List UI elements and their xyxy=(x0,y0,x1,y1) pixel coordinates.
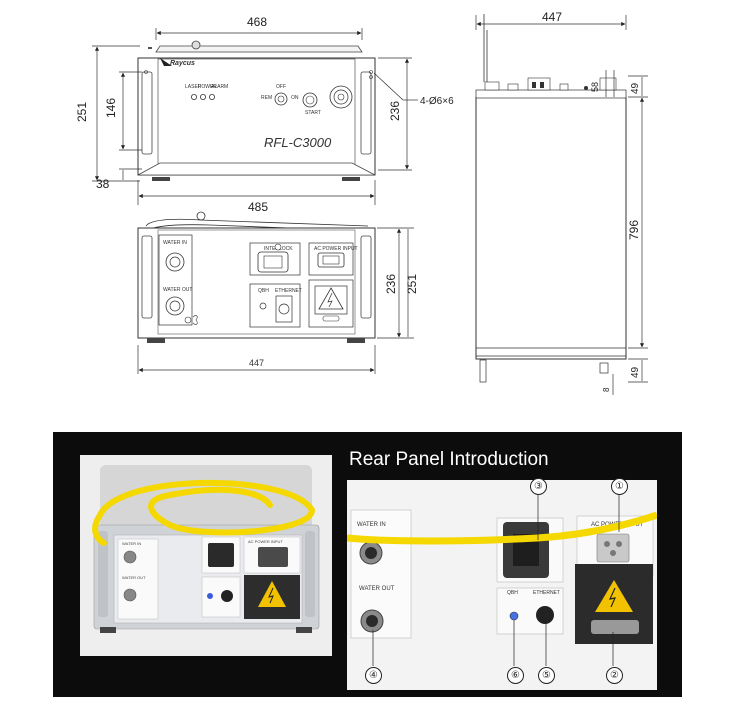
dim-447-rear: 447 xyxy=(249,358,264,368)
rear-photo-overview: WATER IN WATER OUT AC POWER INPUT xyxy=(80,455,332,656)
svg-text:QBH: QBH xyxy=(258,288,269,294)
rear-dimensions xyxy=(137,227,414,374)
dim-236-rear: 236 xyxy=(384,274,398,294)
svg-text:WATER OUT: WATER OUT xyxy=(122,575,146,580)
svg-text:ETHERNET: ETHERNET xyxy=(275,288,302,294)
dim-38: 38 xyxy=(96,177,110,191)
svg-text:OFF: OFF xyxy=(276,84,286,90)
svg-text:QBH: QBH xyxy=(507,590,518,596)
dim-236: 236 xyxy=(388,101,402,121)
callout-3: ③ xyxy=(530,478,547,495)
svg-text:ETHERNET: ETHERNET xyxy=(533,590,560,596)
raycus-logo: Raycus xyxy=(160,58,195,67)
rear-photo-closeup: WATER IN WATER OUT AC POWER INPUT QBH ET… xyxy=(347,480,657,690)
callout-2: ② xyxy=(606,667,623,684)
svg-text:AC POWER INPUT: AC POWER INPUT xyxy=(248,539,283,544)
svg-text:ALARM: ALARM xyxy=(211,84,228,90)
dim-251-rear: 251 xyxy=(405,274,419,294)
key-switch: OFF REM ON xyxy=(261,84,299,106)
svg-text:WATER OUT: WATER OUT xyxy=(359,586,395,592)
svg-text:Raycus: Raycus xyxy=(170,60,195,67)
svg-text:WATER IN: WATER IN xyxy=(163,240,187,246)
callout-1: ① xyxy=(611,478,628,495)
dim-8: 8 xyxy=(602,387,611,392)
svg-text:LASER: LASER xyxy=(185,84,202,90)
svg-text:REM: REM xyxy=(261,95,272,101)
callout-5: ⑤ xyxy=(538,667,555,684)
svg-text:WATER IN: WATER IN xyxy=(122,541,141,546)
emergency-stop xyxy=(329,85,353,109)
dim-58: 58 xyxy=(590,82,600,92)
svg-text:WATER OUT: WATER OUT xyxy=(163,287,192,293)
svg-text:POWER: POWER xyxy=(198,84,217,90)
callout-6: ⑥ xyxy=(507,667,524,684)
front-dimensions xyxy=(92,28,418,205)
svg-text:AC POWER INPUT: AC POWER INPUT xyxy=(314,246,358,252)
rear-panel-title: Rear Panel Introduction xyxy=(349,449,549,470)
side-view xyxy=(475,14,627,383)
svg-text:WATER IN: WATER IN xyxy=(357,522,386,528)
dim-251: 251 xyxy=(75,102,89,122)
svg-text:ON: ON xyxy=(291,95,299,101)
dim-146: 146 xyxy=(104,98,118,118)
dim-49-bottom: 49 xyxy=(630,366,641,378)
technical-drawing: Raycus LASER POWER ALARM OFF REM ON STAR… xyxy=(75,10,648,395)
indicator-lights: LASER POWER ALARM xyxy=(185,84,228,101)
callout-4: ④ xyxy=(365,667,382,684)
dim-468: 468 xyxy=(247,15,267,29)
dim-49-top: 49 xyxy=(630,82,641,94)
side-dimensions xyxy=(475,15,648,395)
dim-485: 485 xyxy=(248,200,268,214)
front-view: Raycus LASER POWER ALARM OFF REM ON STAR… xyxy=(137,40,376,181)
start-button: START xyxy=(302,92,321,116)
hole-spec: 4-Ø6×6 xyxy=(420,96,454,107)
model-name: RFL-C3000 xyxy=(264,135,332,150)
svg-text:START: START xyxy=(305,110,321,116)
dim-447-side: 447 xyxy=(542,10,562,24)
rear-view: WATER IN WATER OUT INTERLOCK AC POWER IN… xyxy=(137,211,376,343)
dim-796: 796 xyxy=(627,220,641,240)
